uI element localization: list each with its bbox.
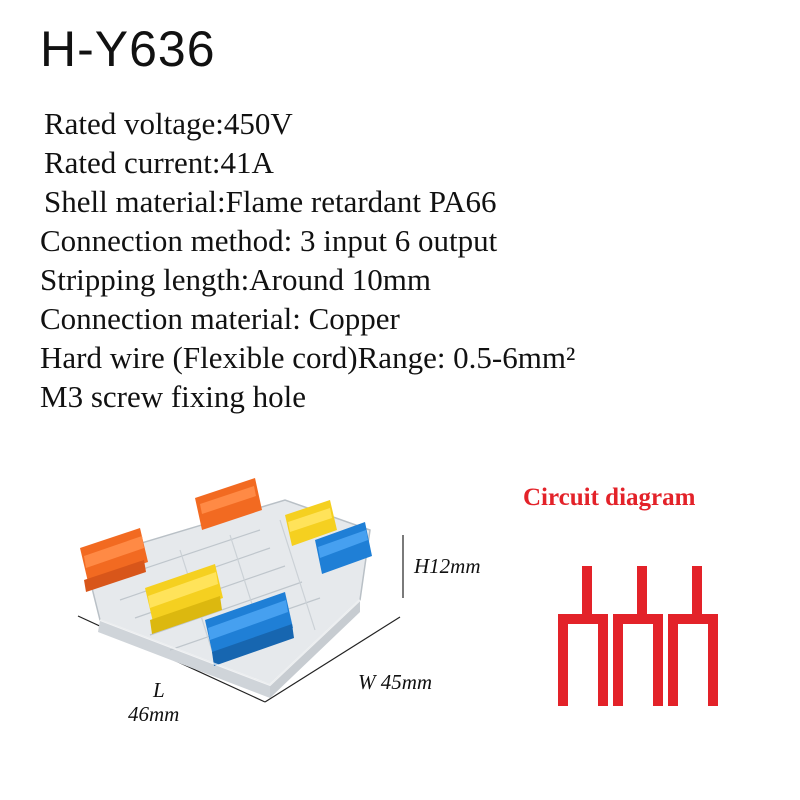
circuit-diagram-icon	[558, 566, 718, 706]
spec-connection-method: Connection method: 3 input 6 output	[40, 223, 498, 258]
spec-wire-range: Hard wire (Flexible cord)Range: 0.5-6mm²	[40, 340, 576, 375]
width-label: W 45mm	[358, 670, 433, 694]
spec-rated-current: Rated current:41A	[44, 145, 274, 180]
length-value: 46mm	[128, 702, 180, 726]
spec-list: Rated voltage:450V Rated current:41A She…	[40, 104, 575, 416]
spec-screw-hole: M3 screw fixing hole	[40, 379, 307, 414]
length-label: L	[153, 678, 165, 702]
product-title: H-Y636	[40, 21, 216, 77]
circuit-diagram-title: Circuit diagram	[523, 484, 696, 511]
height-label: H12mm	[414, 554, 481, 578]
spec-connection-material: Connection material: Copper	[40, 301, 400, 336]
connector-product-icon	[77, 478, 404, 703]
product-image: L 46mm W 45mm H12mm	[40, 470, 540, 780]
spec-shell-material: Shell material:Flame retardant PA66	[44, 184, 497, 219]
spec-stripping-length: Stripping length:Around 10mm	[40, 262, 431, 297]
circuit-diagram: Circuit diagram	[518, 482, 750, 722]
spec-rated-voltage: Rated voltage:450V	[44, 106, 293, 141]
